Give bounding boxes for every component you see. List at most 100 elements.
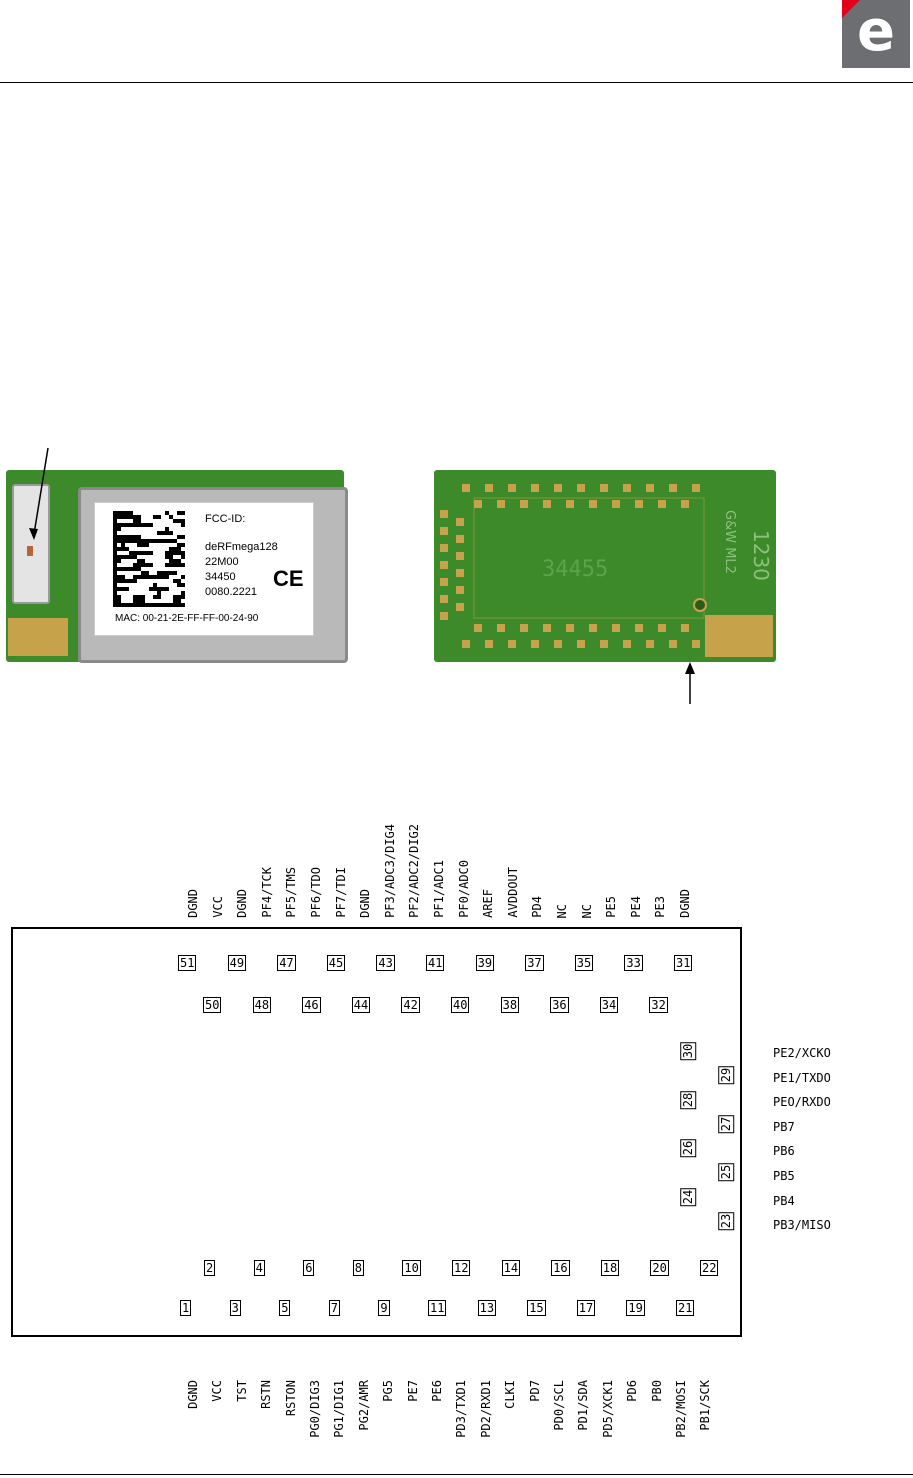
pin-number: 8 <box>352 1260 365 1276</box>
bottom-pin-label: RSTN <box>259 1380 274 1409</box>
pin-number: 29 <box>718 1065 735 1085</box>
top-pin-label: PE5 <box>604 896 619 918</box>
back-traces: 34455 1230 G&W ML2 <box>440 484 773 648</box>
pin-number: 4 <box>253 1260 265 1276</box>
label-mac: MAC: 00-21-2E-FF-FF-00-24-90 <box>115 613 259 624</box>
pin-number: 5 <box>279 1300 291 1316</box>
pin-number: 15 <box>527 1300 546 1316</box>
bottom-pin-label: PG1/DIG1 <box>332 1380 347 1438</box>
bottom-pin-label: PG0/DIG3 <box>308 1380 322 1438</box>
module-label: FCC-ID: deRFmega128 22M00 34450 0080.222… <box>94 502 314 636</box>
label-line2: 22M00 <box>205 556 239 568</box>
top-pin-label: PF1/ADC1 <box>432 860 446 918</box>
antenna-arrow <box>29 447 49 540</box>
pin-number: 45 <box>326 955 346 971</box>
pin-number: 44 <box>351 997 371 1013</box>
pin1-arrow <box>685 662 695 704</box>
top-pin-label: DGND <box>235 889 250 918</box>
right-pin-label: PB6 <box>773 1144 795 1159</box>
pin-number: 24 <box>680 1187 697 1207</box>
right-pin-label: PE2/XCKO <box>773 1046 831 1060</box>
logo-letter: e <box>857 0 895 64</box>
pin-number: 34 <box>599 997 619 1013</box>
module-outline <box>11 927 742 1337</box>
pin-number: 9 <box>378 1300 390 1316</box>
pin-number: 19 <box>626 1300 645 1316</box>
pin-number: 37 <box>525 955 544 971</box>
company-logo: e <box>842 0 910 68</box>
front-gold-pads <box>8 618 68 656</box>
back-gold-pads <box>705 615 773 657</box>
pin-number: 18 <box>600 1260 620 1276</box>
right-pin-label: PE1/TXDO <box>773 1070 831 1085</box>
bottom-pin-label: PD5/XCK1 <box>600 1380 615 1438</box>
pin-number: 3 <box>229 1300 241 1316</box>
pin-number: 14 <box>501 1260 521 1276</box>
pin-number: 51 <box>178 955 197 971</box>
bottom-pin-label: PD3/TXD1 <box>454 1380 469 1438</box>
top-pin-label: PF7/TDI <box>333 867 348 918</box>
pin-number: 32 <box>649 997 668 1013</box>
pin-number: 20 <box>650 1260 669 1276</box>
bottom-pin-label: CLKI <box>503 1380 518 1409</box>
right-pin-label: PB4 <box>773 1193 795 1208</box>
pin-number: 12 <box>452 1260 471 1276</box>
bottom-pin-label: DGND <box>186 1380 200 1409</box>
top-pin-label: AVDDOUT <box>505 867 520 918</box>
pin-number: 40 <box>451 997 470 1013</box>
top-pin-label: PE4 <box>628 896 643 918</box>
pin-number: 26 <box>680 1138 697 1158</box>
bottom-pin-label: PD2/RXD1 <box>478 1380 493 1438</box>
top-pin-label: PD4 <box>530 896 545 918</box>
pin-number: 13 <box>477 1300 497 1316</box>
pin-number: 11 <box>428 1300 447 1316</box>
back-code: 34455 <box>542 557 608 582</box>
right-pin-label: PB7 <box>773 1119 795 1134</box>
top-pin-label: PF4/TCK <box>259 867 274 918</box>
pin-number: 39 <box>475 955 495 971</box>
right-pin-label: PB3/MISO <box>773 1218 831 1233</box>
top-pin-label: VCC <box>210 896 225 918</box>
right-pin-label: PB5 <box>773 1169 795 1183</box>
top-pin-label: AREF <box>481 889 496 918</box>
pin-number: 36 <box>550 997 569 1013</box>
pin-number: 22 <box>700 1260 719 1276</box>
top-pin-label: NC <box>555 903 569 918</box>
pin-number: 21 <box>676 1300 695 1316</box>
pin-number: 10 <box>402 1260 421 1276</box>
pin-number: 41 <box>426 955 445 971</box>
bottom-pin-label: PG2/AMR <box>356 1380 371 1431</box>
bottom-pin-label: PD6 <box>625 1380 640 1402</box>
pin-number: 50 <box>203 997 222 1013</box>
top-pin-label: PF2/ADC2/DIG2 <box>407 824 422 918</box>
pin-number: 42 <box>401 997 420 1013</box>
pin-number: 6 <box>303 1260 315 1276</box>
label-line3: 34450 <box>205 571 236 583</box>
pin-number: 2 <box>204 1260 216 1276</box>
pin-number: 7 <box>328 1300 341 1316</box>
bottom-pin-label: RSTON <box>283 1380 298 1417</box>
footer-divider <box>0 1474 913 1475</box>
pin-number: 27 <box>718 1114 735 1133</box>
pin-number: 1 <box>180 1300 192 1316</box>
header-divider <box>0 82 913 83</box>
pin-number: 30 <box>680 1041 697 1061</box>
top-pin-label: DGND <box>358 889 373 918</box>
back-date-code: 1230 <box>749 530 773 581</box>
label-fcc-id: FCC-ID: <box>205 513 246 525</box>
top-pin-label: DGND <box>678 889 692 918</box>
pin-number: 35 <box>574 955 594 971</box>
bottom-pin-label: PE7 <box>405 1380 420 1402</box>
back-maker: G&W ML2 <box>722 510 737 574</box>
right-pin-label: PEO/RXDO <box>773 1095 831 1110</box>
pin-number: 49 <box>227 955 247 971</box>
chip-antenna <box>12 484 50 604</box>
top-pin-label: DGND <box>186 889 200 918</box>
pin-number: 16 <box>551 1260 570 1276</box>
ce-mark: CE <box>273 566 304 591</box>
bottom-pin-label: VCC <box>210 1380 225 1402</box>
label-model: deRFmega128 <box>205 541 278 553</box>
pin-number: 28 <box>680 1090 697 1109</box>
pin-number: 47 <box>277 955 296 971</box>
top-pin-label: NC <box>579 903 594 918</box>
